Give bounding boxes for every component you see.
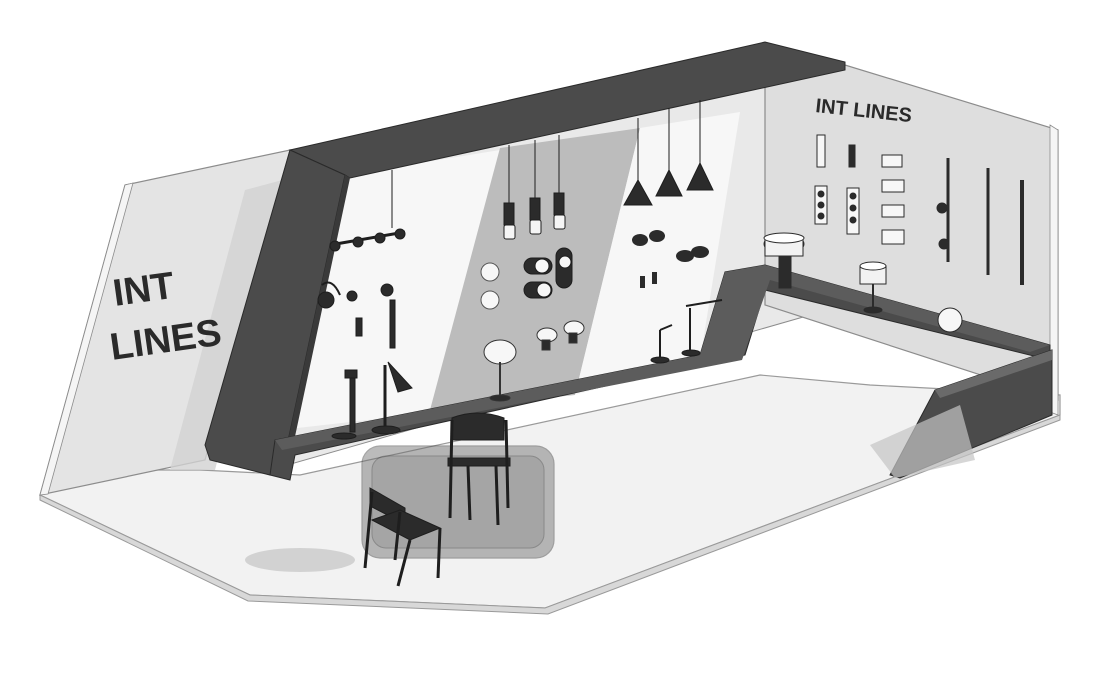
- pendant-lamp-icon: [503, 135, 566, 240]
- wall-spot-icon: [632, 230, 709, 288]
- desk-lamp-icon: [650, 299, 723, 364]
- left-wall: [39, 149, 291, 496]
- floor-lamp-icon: [331, 361, 413, 440]
- round-wall-light-icon: [480, 262, 500, 310]
- cone-pendant-icon: [623, 100, 714, 206]
- track-light-icon: [329, 170, 406, 252]
- table-lamp-icon: [483, 320, 585, 402]
- linear-track-icon: [936, 158, 1024, 285]
- counter-table-lamps: [763, 232, 963, 333]
- recessed-light-grid: [814, 134, 905, 245]
- spotlight-icon: [523, 247, 573, 299]
- chair-icon: [363, 487, 442, 587]
- left-sign-line1: INT: [110, 265, 176, 315]
- floor-shadows: [245, 405, 975, 572]
- wall-sconce-icon: [317, 281, 396, 349]
- chair-icon: [447, 412, 511, 526]
